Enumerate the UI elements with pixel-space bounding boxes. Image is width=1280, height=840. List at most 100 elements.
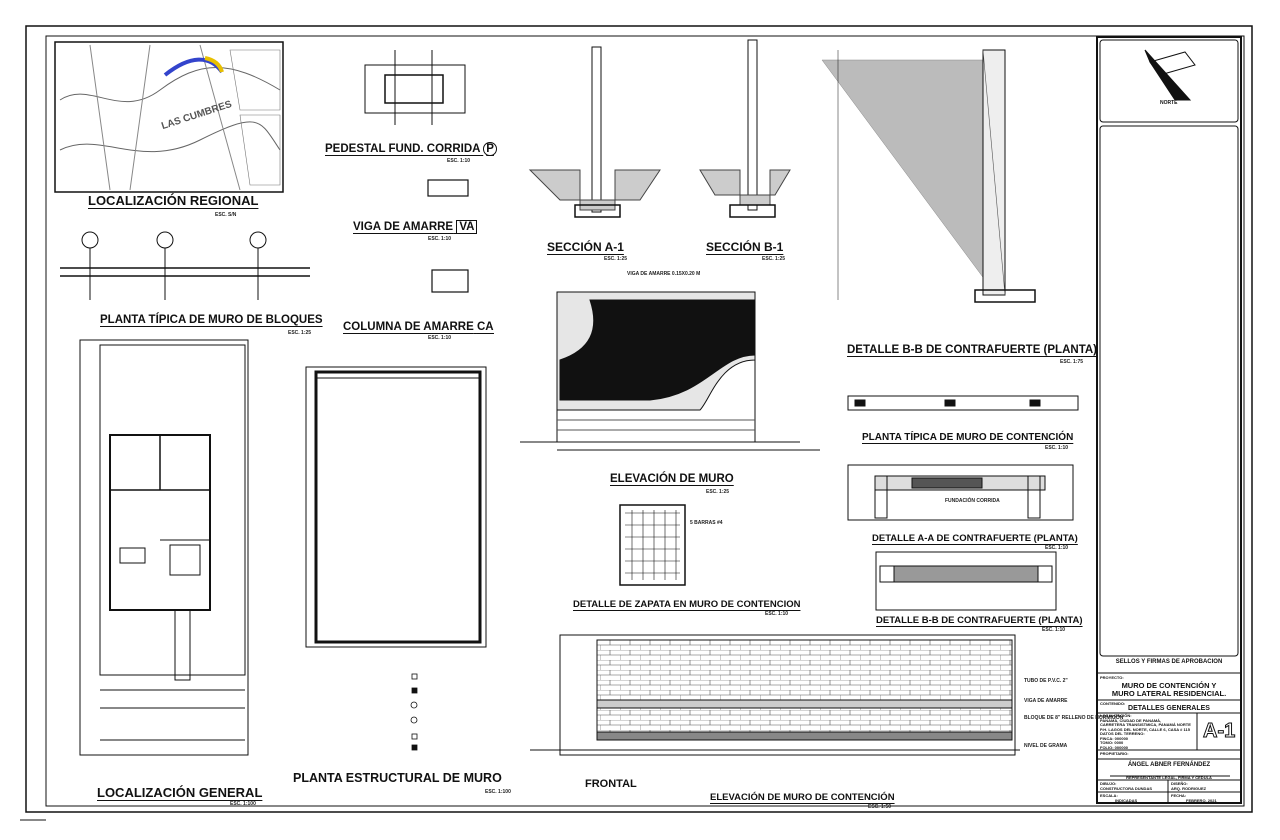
title-planta-bloques: PLANTA TÍPICA DE MURO DE BLOQUES <box>100 314 323 326</box>
location-label: LOCALIZACIÓN: <box>1100 713 1132 718</box>
owner-label: PROPIETARIO: <box>1100 751 1129 756</box>
scale-planta-contencion: ESC. 1:10 <box>1045 445 1069 451</box>
title-detalle-aa: DETALLE A-A DE CONTRAFUERTE (PLANTA) <box>872 533 1078 544</box>
inner-frame <box>45 35 1245 807</box>
note-fundacion: FUNDACIÓN CORRIDA <box>945 498 1000 504</box>
pedestal-detail <box>364 50 466 125</box>
column-detail <box>431 269 469 293</box>
title-detalle-bb: DETALLE B-B DE CONTRAFUERTE (PLANTA) <box>847 344 1097 356</box>
title-columna: COLUMNA DE AMARRE CA <box>343 321 494 334</box>
title-planta-contencion: PLANTA TÍPICA DE MURO DE CONTENCIÓN <box>862 432 1074 443</box>
title-detalle-bb-2: DETALLE B-B DE CONTRAFUERTE (PLANTA) <box>876 615 1083 626</box>
title-localizacion-regional: LOCALIZACIÓN REGIONAL <box>88 193 259 208</box>
site-plan <box>79 339 249 756</box>
project-label: PROYECTO: <box>1100 675 1124 680</box>
property-line: FINCA: 000000 <box>1100 735 1129 741</box>
scale-zapata: ESC. 1:10 <box>765 611 789 617</box>
title-block-frame <box>1096 36 1242 804</box>
scale-viga: ESC. 1:10 <box>428 236 452 242</box>
title-elevacion-muro: ELEVACIÓN DE MURO <box>610 473 734 485</box>
content-value: DETALLES GENERALES <box>1128 705 1210 712</box>
owner-name: ÁNGEL ABNER FERNÁNDEZ <box>1127 762 1211 768</box>
scale-planta-estructural: ESC. 1:100 <box>485 789 511 795</box>
scale-seccion-b1: ESC. 1:25 <box>762 256 786 262</box>
title-seccion-b1: SECCIÓN B-1 <box>706 240 784 254</box>
design-label: DISEÑO: <box>1171 781 1188 786</box>
note-viga-amarre: VIGA DE AMARRE 0.15X0.20 M <box>627 271 701 277</box>
scale-pedestal: ESC. 1:10 <box>447 158 471 164</box>
retaining-wall-elevation <box>530 634 1020 756</box>
scale-localizacion-general: ESC. 1:100 <box>230 801 256 807</box>
columna-tag: CA <box>476 321 494 334</box>
location-line: CARRETERA TRANSISTMICA, PANAMÁ NORTE <box>1100 722 1191 727</box>
property-label: DATOS DEL TERRENO: <box>1100 731 1145 736</box>
north-arrow-icon <box>1144 49 1196 101</box>
approvals-label: SELLOS Y FIRMAS DE APROBACION <box>1115 659 1223 665</box>
scale-block: ESCALA:INDICADAS <box>1100 793 1137 803</box>
section-b1 <box>699 39 791 218</box>
scale-detalle-bb: ESC. 1:75 <box>1060 359 1084 365</box>
drawn-block: DIBUJO:CONSTRUCTORA DUNDAS <box>1100 781 1152 791</box>
regional-map <box>54 41 284 193</box>
title-localizacion-general: LOCALIZACIÓN GENERAL <box>97 785 263 800</box>
location-block: LOCALIZACIÓN: PANAMÁ, CIUDAD DE PANAMÁ, … <box>1100 713 1191 750</box>
title-viga-text: VIGA DE AMARRE <box>353 221 454 233</box>
retaining-wall-plan <box>847 395 1079 411</box>
scale-detalle-bb-2: ESC. 1:10 <box>1042 627 1066 633</box>
scale-elevacion-contencion: ESC. 1:50 <box>868 804 892 810</box>
date-block: FECHA:FEBRERO, 2021 <box>1171 793 1217 803</box>
note-bloque: BLOQUE DE 8" RELLENO DE HORMIGÓN <box>1024 715 1124 721</box>
outer-border <box>25 25 1253 813</box>
scale-seccion-a1: ESC. 1:25 <box>604 256 628 262</box>
property-line: TOMO: 0000 <box>1100 740 1124 745</box>
note-barras: 5 BARRAS #4 <box>690 520 723 526</box>
pedestal-tag: P <box>483 142 497 156</box>
note-viga: VIGA DE AMARRE <box>1024 698 1068 704</box>
wall-elevation <box>520 291 820 451</box>
project-line-1: MURO DE CONTENCIÓN Y <box>1121 681 1217 690</box>
scale-elevacion-muro: ESC. 1:25 <box>706 489 730 495</box>
scale-planta-bloques: ESC. 1:25 <box>288 330 312 336</box>
scale-columna: ESC. 1:10 <box>428 335 452 341</box>
scale-localizacion-regional: ESC. S/N <box>215 212 237 218</box>
section-a1 <box>528 46 661 218</box>
title-seccion-a1: SECCIÓN A-1 <box>547 240 624 254</box>
sheet-number: A-1 <box>1202 720 1236 743</box>
title-frontal: FRONTAL <box>585 778 637 790</box>
structural-plan <box>305 366 487 648</box>
buttress-aa <box>847 464 1074 521</box>
buttress-bb-small <box>875 551 1057 611</box>
title-pedestal-text: PEDESTAL FUND. CORRIDA <box>325 143 481 155</box>
project-line-2: MURO LATERAL RESIDENCIAL. <box>1111 689 1227 698</box>
note-tubo: TUBO DE P.V.C. 2" <box>1024 678 1068 684</box>
title-viga: VIGA DE AMARRE VA <box>353 220 478 234</box>
content-label: CONTENIDO: <box>1100 701 1126 706</box>
structural-legend <box>410 673 418 751</box>
owner-caption: REPRESENTANTE LEGAL, FIRMA Y CÉDULA <box>1126 775 1212 780</box>
footing-detail <box>619 504 686 586</box>
scale-detalle-aa: ESC. 1:10 <box>1045 545 1069 551</box>
design-value: ARQ. RODRIGUEZ <box>1171 786 1207 791</box>
title-zapata: DETALLE DE ZAPATA EN MURO DE CONTENCION <box>573 599 801 610</box>
location-line: P.H. LAGOS DEL NORTE, CALLE 6, CASA # 11… <box>1100 726 1190 732</box>
buttress-detail <box>821 49 1036 303</box>
scale-value: INDICADAS <box>1115 798 1138 803</box>
date-value: FEBRERO, 2021 <box>1186 798 1217 803</box>
title-planta-estructural: PLANTA ESTRUCTURAL DE MURO <box>293 771 502 785</box>
property-line: FOLIO: 000000 <box>1100 744 1129 750</box>
note-grama: NIVEL DE GRAMA <box>1024 743 1068 749</box>
drawn-value: CONSTRUCTORA DUNDAS <box>1100 786 1152 791</box>
beam-detail <box>427 179 469 197</box>
drawn-label: DIBUJO: <box>1100 781 1117 786</box>
title-columna-text: COLUMNA DE AMARRE <box>343 321 474 333</box>
scale-label: ESCALA: <box>1100 793 1118 798</box>
north-label: NORTE <box>1160 100 1178 106</box>
design-block: DISEÑO:ARQ. RODRIGUEZ <box>1171 781 1206 791</box>
title-elevacion-contencion: ELEVACIÓN DE MURO DE CONTENCIÓN <box>710 792 895 803</box>
location-line: PANAMÁ, CIUDAD DE PANAMÁ, <box>1100 717 1162 723</box>
block-wall-plan <box>60 231 310 300</box>
title-pedestal: PEDESTAL FUND. CORRIDA P <box>325 142 497 156</box>
viga-tag: VA <box>456 220 478 234</box>
